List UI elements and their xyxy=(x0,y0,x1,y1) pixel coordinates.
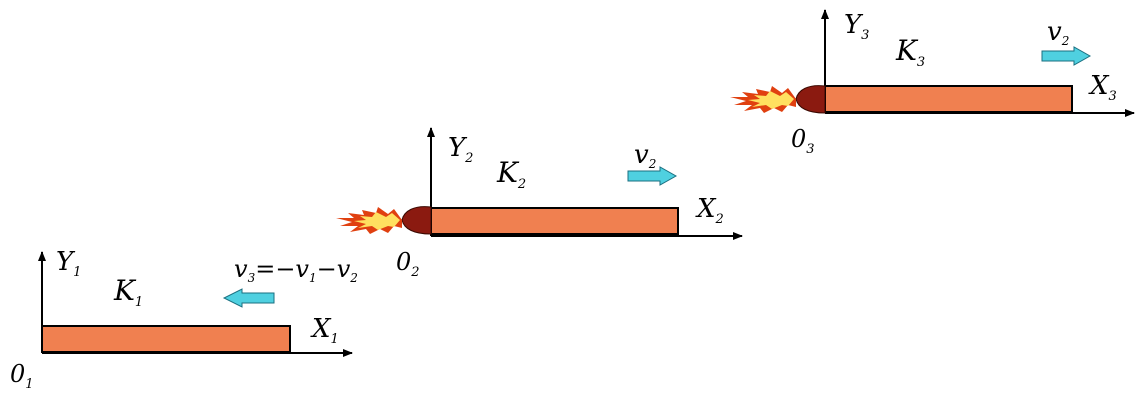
frame-3-x-axis-label: X3 xyxy=(1088,71,1117,104)
frame-3-velocity-label: v2 xyxy=(1047,17,1069,48)
frame-1-body-label: K1 xyxy=(113,274,143,310)
frame-1-origin-label: 01 xyxy=(10,360,34,392)
frame-2-flame-icon xyxy=(336,206,432,235)
frame-3-flame-icon xyxy=(730,85,826,114)
frame-2-x-axis-label: X2 xyxy=(695,194,724,227)
frame-3-y-axis-label: Y3 xyxy=(844,10,869,43)
frame-1-rocket-body xyxy=(41,325,291,353)
frame-1-x-axis-label: X1 xyxy=(310,314,339,347)
frame-3-velocity-arrow xyxy=(1041,46,1092,66)
frame-2-velocity-label: v2 xyxy=(634,140,656,171)
frame-2-body-label: K2 xyxy=(496,156,526,192)
frame-2-y-axis-label: Y2 xyxy=(448,133,473,166)
frame-3-origin-label: 03 xyxy=(791,125,815,157)
frame-3: 03 Y3 X3 K3 v2 xyxy=(730,9,1135,157)
frame-3-body-label: K3 xyxy=(895,34,925,70)
frame-2-rocket-body xyxy=(430,207,679,235)
frame-3-rocket-body xyxy=(824,85,1073,113)
frame-2: 02 Y2 X2 K2 v2 xyxy=(336,127,743,280)
frame-1-y-axis-label: Y1 xyxy=(56,247,81,280)
frame-2-origin-label: 02 xyxy=(396,248,420,280)
frame-1-velocity-arrow xyxy=(222,288,275,308)
frame-1-velocity-label: v3=−v1−v2 xyxy=(234,255,358,285)
frame-2-velocity-arrow xyxy=(627,166,678,186)
frame-1: 01 Y1 X1 K1 v3=−v1−v2 xyxy=(10,247,358,392)
